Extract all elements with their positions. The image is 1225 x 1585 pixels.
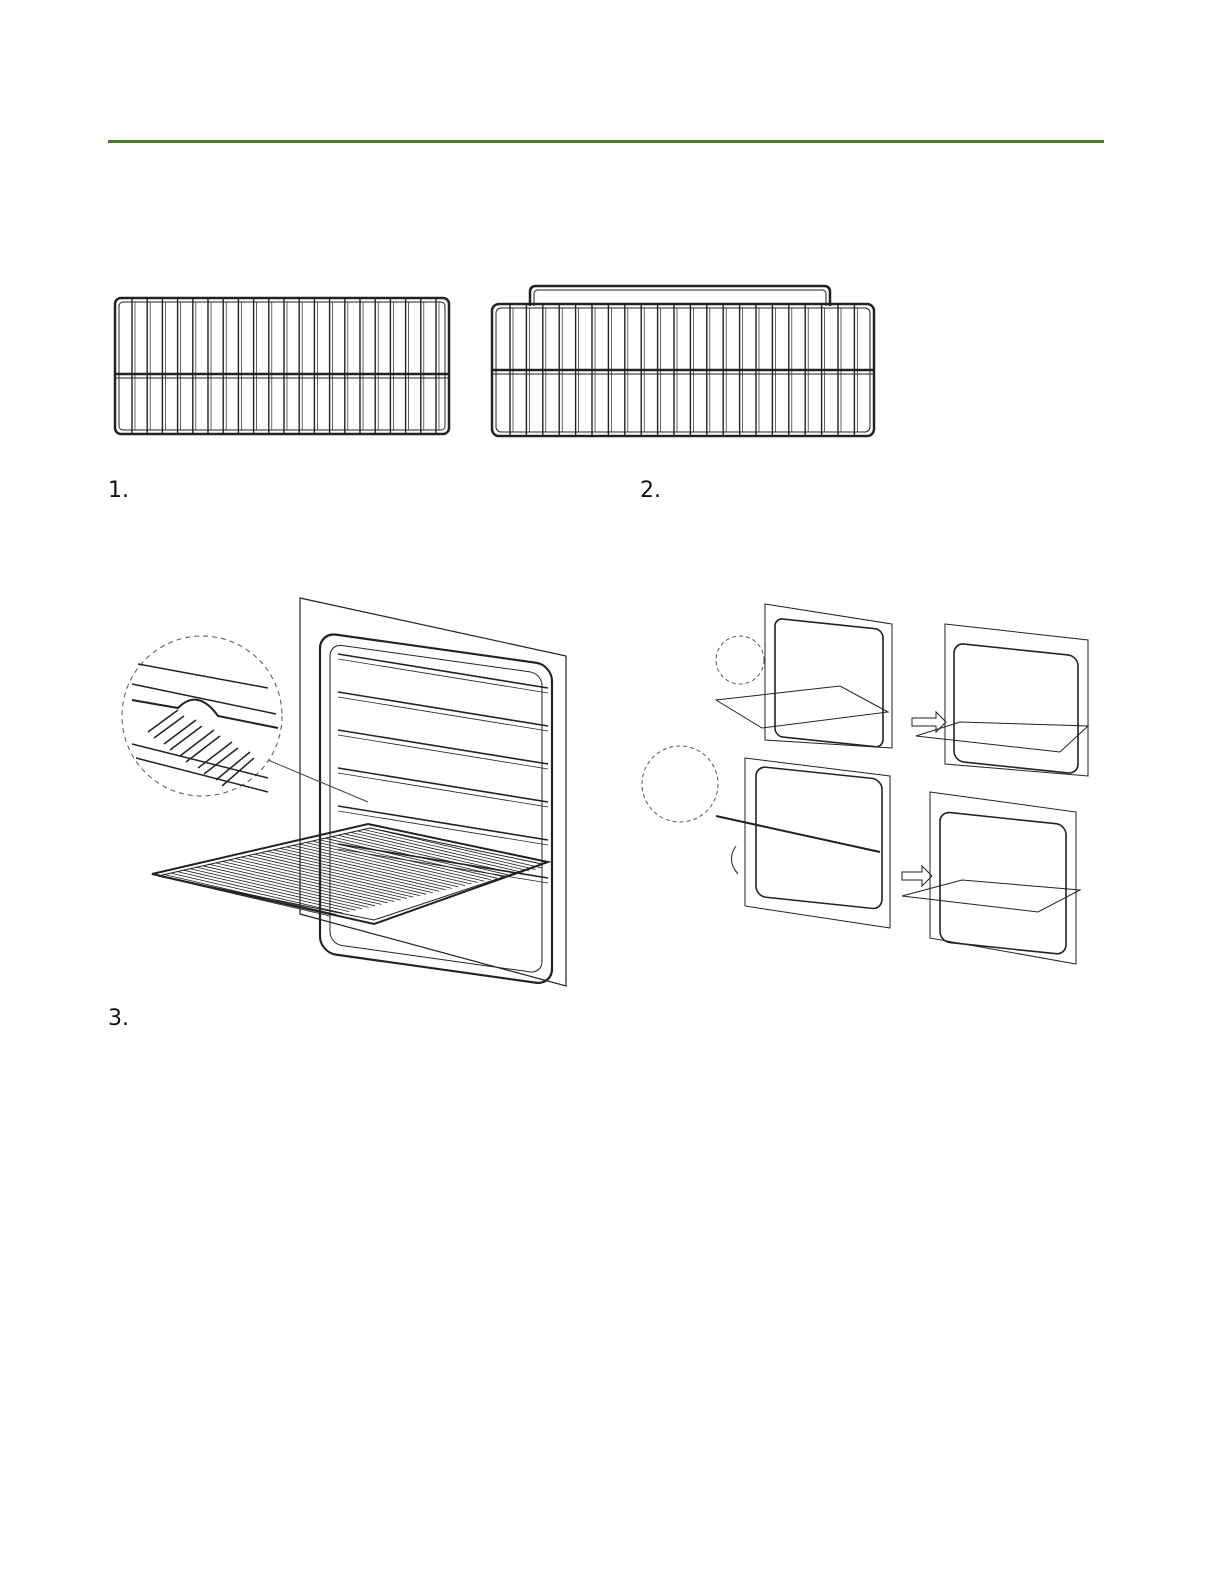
step-number-2: 2. [640,480,661,502]
step-number-3: 3. [108,1008,129,1030]
step-number-1: 1. [108,480,129,502]
header-rule [108,140,1104,143]
handled-oven-rack-illustration [488,282,878,442]
rack-installation-steps-illustration [640,600,1095,970]
flat-oven-rack-illustration [110,290,455,440]
rack-insertion-illustration [118,592,570,992]
